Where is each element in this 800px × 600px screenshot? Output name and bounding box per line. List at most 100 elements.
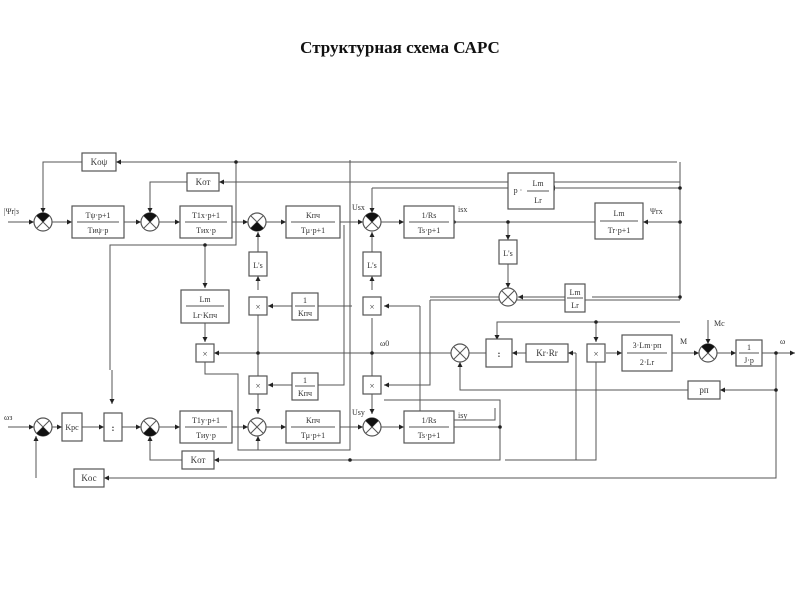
svg-text:1/Rs: 1/Rs <box>422 211 437 220</box>
svg-text:Ts·p+1: Ts·p+1 <box>418 431 441 440</box>
svg-text:Ts·p+1: Ts·p+1 <box>418 226 441 235</box>
svg-text:×: × <box>593 349 598 359</box>
svg-text:Lm: Lm <box>532 179 544 188</box>
svg-text:L's: L's <box>367 261 376 270</box>
svg-text:×: × <box>369 302 374 312</box>
sum-usx <box>362 212 382 232</box>
block-pp: pп <box>687 380 721 400</box>
block-kr-rr: Kr·Rr <box>525 343 569 363</box>
svg-text:Kпч: Kпч <box>306 211 320 220</box>
svg-text:L's: L's <box>253 261 262 270</box>
sum-usy <box>362 417 382 437</box>
svg-text:Lm: Lm <box>613 209 625 218</box>
label-isy: isy <box>458 411 467 420</box>
sum-iy <box>140 417 160 437</box>
sum-ux <box>247 212 267 232</box>
diagram-title: Структурная схема САРС <box>300 38 500 57</box>
svg-text:Kрс: Kрс <box>65 423 79 432</box>
svg-text:1: 1 <box>303 376 307 385</box>
label-psi-ref: |Ψr|з <box>4 207 19 216</box>
svg-text:p ·: p · <box>514 186 523 195</box>
block-ls-1: L's <box>248 251 268 277</box>
svg-text:Lr·Kпч: Lr·Kпч <box>193 311 217 320</box>
svg-text:1: 1 <box>747 343 751 352</box>
label-omega-ref: ωз <box>4 413 12 422</box>
label-omega0: ω0 <box>380 339 389 348</box>
svg-text:pп: pп <box>699 385 709 395</box>
svg-text:L's: L's <box>503 249 512 258</box>
multiplier-1: × <box>248 296 268 316</box>
multiplier-5: × <box>195 343 215 363</box>
svg-text:1: 1 <box>303 296 307 305</box>
svg-text:Kос: Kос <box>81 473 96 483</box>
svg-text:Tиy·p: Tиy·p <box>196 431 216 440</box>
svg-text:Tψ·p+1: Tψ·p+1 <box>85 211 110 220</box>
multiplier-torque: × <box>586 343 606 363</box>
sum-torque <box>698 343 718 363</box>
svg-text:Lm: Lm <box>199 295 211 304</box>
svg-text:Kr·Rr: Kr·Rr <box>536 348 558 358</box>
svg-text:Lr: Lr <box>571 301 579 310</box>
multiplier-2: × <box>248 375 268 395</box>
svg-text:T1x·p+1: T1x·p+1 <box>192 211 220 220</box>
label-usx: Usx <box>352 203 365 212</box>
wires <box>8 159 795 481</box>
svg-text:Tr·p+1: Tr·p+1 <box>608 226 630 235</box>
svg-text:T1y·p+1: T1y·p+1 <box>192 416 220 425</box>
svg-text::: : <box>112 423 115 433</box>
sum-ix <box>140 212 160 232</box>
label-isx: isx <box>458 205 467 214</box>
svg-text:1/Rs: 1/Rs <box>422 416 437 425</box>
divider-1: : <box>485 338 513 368</box>
svg-text:2·Lr: 2·Lr <box>640 358 655 367</box>
svg-text:×: × <box>369 381 374 391</box>
svg-text:Lm: Lm <box>569 288 581 297</box>
sum-omega <box>33 417 53 437</box>
svg-text:Kот: Kот <box>191 455 206 465</box>
svg-text:×: × <box>255 381 260 391</box>
sum-uy <box>247 417 267 437</box>
label-omega: ω <box>780 337 785 346</box>
svg-text:Kот: Kот <box>196 177 211 187</box>
block-ls-3: L's <box>498 239 518 265</box>
svg-text:Tиx·p: Tиx·p <box>196 226 216 235</box>
svg-text:Kпч: Kпч <box>298 309 312 318</box>
block-k-ot-bottom: Kот <box>181 450 215 470</box>
label-torque: M <box>680 337 687 346</box>
block-k-rs: Kрс <box>61 412 83 442</box>
svg-text::: : <box>498 349 501 359</box>
svg-text:Tμ·p+1: Tμ·p+1 <box>301 431 325 440</box>
sum-flux-est <box>498 287 518 307</box>
block-k-ot-top: Kот <box>186 172 220 192</box>
svg-text:J·p: J·p <box>744 356 754 365</box>
sum-omega0 <box>450 343 470 363</box>
signal-labels: |Ψr|з ωз Usx Usy isx isy Ψrx ω0 M Mc ω <box>4 203 785 422</box>
block-k-opsi: Koψ <box>81 152 117 172</box>
block-inertia: 1J·p <box>735 339 763 367</box>
divider-2: : <box>103 412 123 442</box>
svg-text:Kпч: Kпч <box>298 389 312 398</box>
label-psi-rx: Ψrx <box>650 207 663 216</box>
sum-psi <box>33 212 53 232</box>
multiplier-4: × <box>362 375 382 395</box>
label-load: Mc <box>714 319 725 328</box>
svg-text:Koψ: Koψ <box>91 157 108 167</box>
label-usy: Usy <box>352 408 365 417</box>
multiplier-3: × <box>362 296 382 316</box>
block-k-os: Kос <box>73 468 105 488</box>
svg-text:Lr: Lr <box>534 196 542 205</box>
sum-junctions <box>33 212 718 437</box>
svg-text:Tиψ·p: Tиψ·p <box>88 226 109 235</box>
svg-text:3·Lm·pп: 3·Lm·pп <box>633 341 662 350</box>
